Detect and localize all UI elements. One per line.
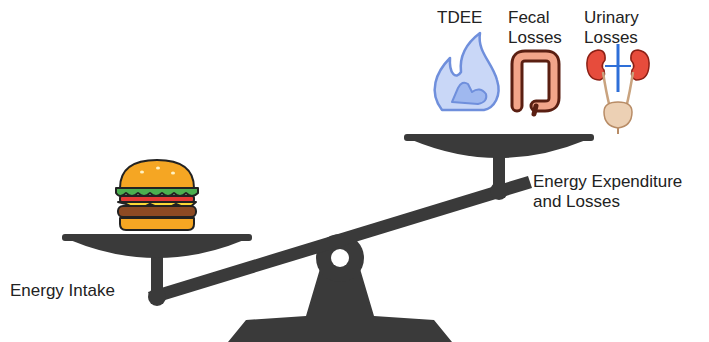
flame-icon: [435, 33, 499, 110]
scale-stand: [228, 234, 452, 342]
flexed-arm: [452, 83, 486, 104]
label-text: TDEE: [437, 8, 507, 28]
bun-bottom: [120, 218, 194, 230]
vessel: [605, 65, 631, 67]
colon-icon: [517, 56, 554, 114]
bladder: [604, 102, 632, 128]
lettuce: [116, 188, 198, 196]
urinary-icon: [587, 44, 649, 134]
label-text: Urinary Losses: [584, 8, 652, 48]
pan-bowl: [70, 240, 244, 258]
colon-outline: [517, 56, 554, 106]
colon-fill: [517, 56, 554, 106]
seed: [171, 172, 175, 175]
label-text: Energy Expenditure and Losses: [533, 172, 705, 212]
bun-top: [120, 160, 194, 188]
urethra: [617, 128, 619, 134]
vessel: [617, 44, 620, 92]
flame-outline: [435, 33, 499, 110]
ureter: [626, 72, 633, 108]
rectum: [534, 106, 536, 114]
ureter: [603, 72, 610, 108]
seed: [140, 171, 144, 174]
label-text: Energy Intake: [10, 281, 160, 301]
burger-icon: [116, 160, 198, 230]
pan-rim: [62, 234, 252, 241]
seed: [156, 167, 160, 170]
pan-bowl: [412, 140, 586, 158]
pan-stem: [151, 255, 163, 297]
pivot-hole: [331, 249, 349, 267]
pan-rim: [404, 134, 594, 141]
patty: [118, 206, 196, 217]
label-text: Fecal Losses: [508, 8, 568, 48]
